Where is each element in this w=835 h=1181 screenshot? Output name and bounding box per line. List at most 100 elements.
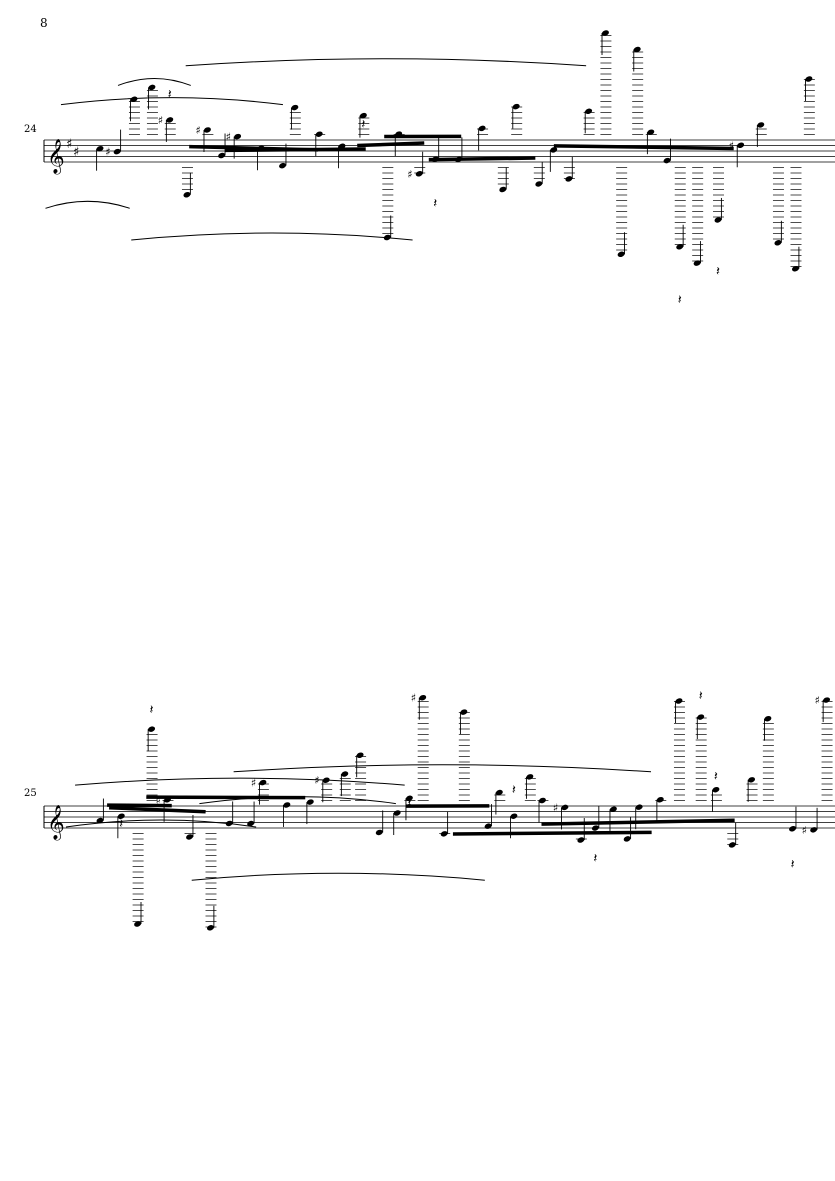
beam [109, 806, 206, 814]
beam [541, 818, 735, 826]
accidental-sharp: ♯ [314, 774, 319, 787]
note-head [635, 804, 643, 810]
treble-clef: 𝄞 [47, 139, 65, 175]
note-head [419, 694, 427, 701]
note-head [693, 260, 701, 266]
note-head [405, 795, 413, 802]
note-head [565, 176, 573, 182]
tie [131, 232, 413, 241]
note-head [186, 834, 194, 840]
note-head [748, 777, 756, 783]
note-head [512, 103, 520, 110]
tie [199, 796, 396, 805]
tie [60, 97, 283, 106]
note-head [535, 181, 543, 187]
note-head [415, 171, 423, 177]
measure-number-24: 24 [24, 124, 37, 135]
accidental-sharp: ♯ [158, 114, 163, 127]
note-head [633, 46, 641, 53]
rest: 𝄽 [716, 264, 720, 279]
accidental-sharp: ♯ [105, 146, 110, 159]
note-head [675, 698, 683, 704]
note-head [714, 217, 722, 223]
tie [191, 872, 485, 881]
note-head [206, 925, 214, 931]
note-head [601, 30, 609, 36]
tie [185, 58, 587, 67]
rest: 𝄽 [699, 689, 703, 704]
rest: 𝄽 [168, 88, 172, 103]
note-head [676, 244, 684, 250]
tie [65, 819, 257, 828]
rest: 𝄽 [678, 293, 682, 308]
note-head [510, 813, 518, 819]
page-number: 8 [40, 16, 48, 30]
note-head [609, 806, 617, 813]
rest: 𝄽 [119, 817, 123, 832]
beam [452, 830, 652, 836]
note-head [440, 831, 448, 837]
note-head [393, 810, 401, 816]
note-head [805, 76, 813, 82]
note-head [96, 145, 104, 152]
accidental-sharp: ♯ [195, 124, 200, 137]
rest: 𝄽 [433, 196, 437, 211]
note-head [460, 709, 468, 715]
note-head [283, 802, 291, 808]
beam [107, 803, 172, 808]
beam [553, 144, 734, 151]
accidental-sharp: ♯ [407, 168, 412, 181]
measure-number-25: 25 [24, 788, 37, 799]
note-head [663, 157, 671, 164]
note-head [526, 774, 534, 780]
tie [233, 764, 652, 773]
key-sharp-c: ♯ [73, 145, 79, 160]
rest: 𝄽 [791, 857, 795, 872]
note-head [737, 142, 745, 149]
note-head [247, 820, 255, 827]
rest: 𝄽 [361, 117, 365, 132]
note-head [375, 829, 383, 836]
note-head [148, 84, 156, 91]
note-head [550, 147, 558, 153]
rest: 𝄽 [593, 851, 597, 866]
note-head [585, 108, 593, 115]
note-head [356, 752, 364, 758]
accidental-sharp: ♯ [729, 139, 734, 152]
accidental-sharp: ♯ [553, 801, 558, 814]
accidental-sharp: ♯ [155, 794, 160, 807]
note-head [792, 265, 800, 272]
note-head [218, 152, 226, 159]
note-head [113, 148, 121, 155]
note-head [341, 771, 349, 777]
note-head [315, 131, 323, 137]
tie [45, 200, 130, 209]
note-head [728, 842, 736, 848]
note-head [538, 797, 546, 804]
note-head [203, 127, 211, 133]
rest: 𝄽 [150, 703, 154, 718]
note-head [499, 186, 507, 193]
note-head [577, 837, 585, 843]
note-head [623, 836, 631, 842]
note-head [789, 826, 797, 832]
note-head [810, 827, 818, 833]
rest: 𝄽 [407, 796, 411, 811]
note-head [757, 122, 765, 128]
note-head [656, 796, 664, 803]
note-head [291, 104, 299, 111]
note-head [478, 125, 486, 132]
beam [357, 141, 425, 148]
note-head [697, 714, 705, 720]
note-head [117, 813, 125, 819]
note-head [495, 789, 503, 796]
rest: 𝄽 [512, 783, 516, 798]
accidental-sharp: ♯ [802, 824, 807, 837]
note-head [134, 921, 142, 927]
tie [117, 78, 191, 86]
note-head [148, 726, 156, 732]
note-head [234, 133, 242, 140]
accidental-sharp: ♯ [411, 692, 416, 705]
beam [146, 795, 306, 800]
